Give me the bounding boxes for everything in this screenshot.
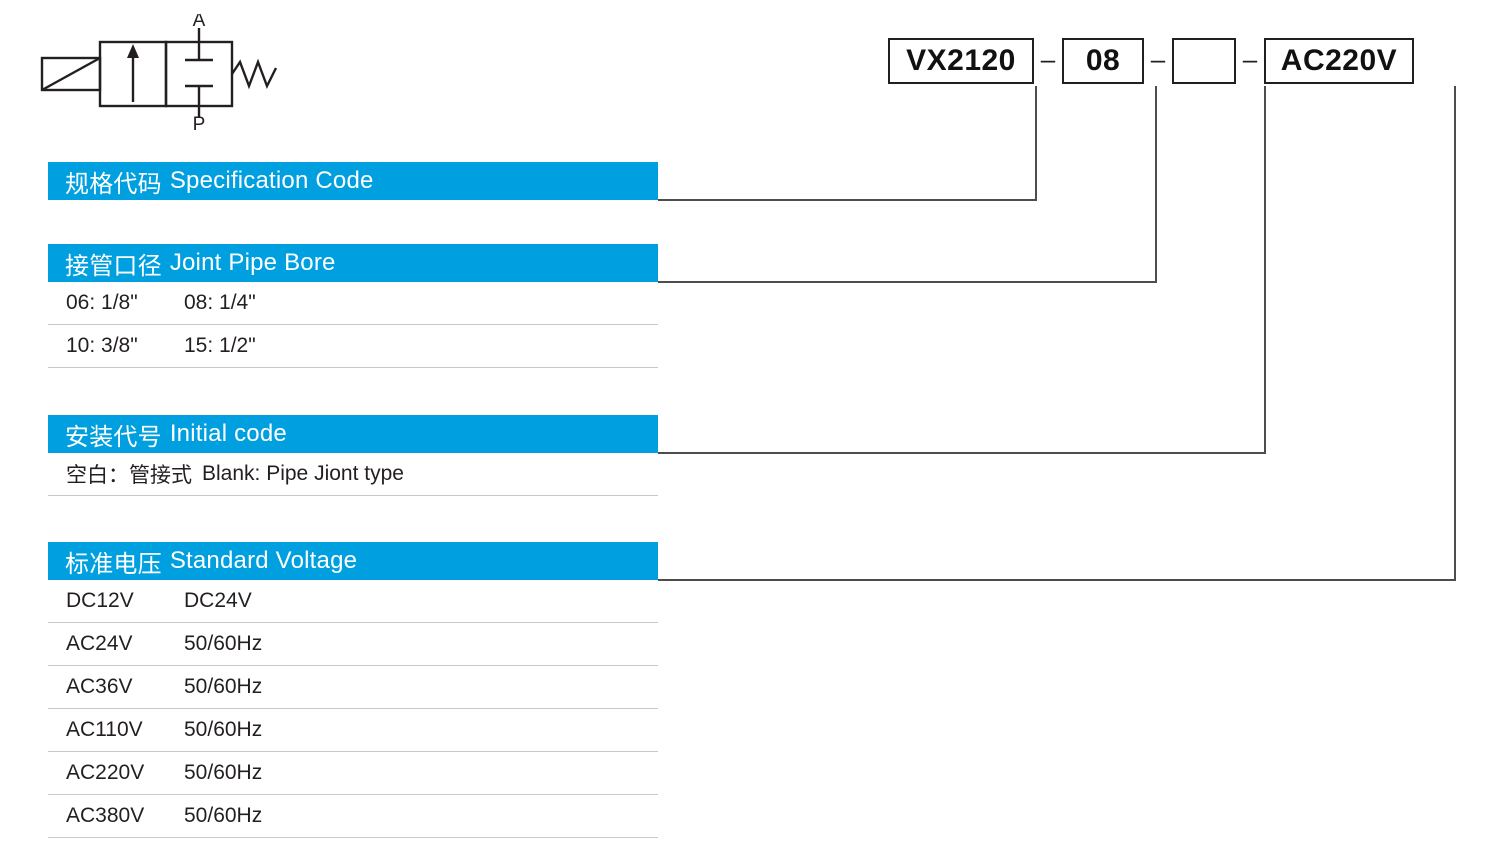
code-box-joint-pipe-bore[interactable]: 08 [1062,38,1144,84]
option-value: AC24V [66,632,133,655]
option-row[interactable]: AC110V 50/60Hz [48,709,658,752]
option-value: 50/60Hz [184,675,263,698]
section-header-specification-code: 规格代码 Specification Code [48,162,658,200]
option-value: AC36V [66,675,133,698]
option-value: 50/60Hz [184,761,263,784]
option-value: 50/60Hz [184,804,263,827]
option-value: AC110V [66,718,143,741]
code-box-initial-code[interactable] [1172,38,1236,84]
section-title-cn: 标准电压 [65,550,162,578]
section-title-cn: 规格代码 [65,170,162,198]
code-separator-1: – [1040,43,1056,74]
option-row[interactable]: AC36V 50/60Hz [48,666,658,709]
leader-specification-code [658,86,1037,201]
section-title-en: Joint Pipe Bore [169,249,336,276]
option-row[interactable]: AC380V 50/60Hz [48,795,658,838]
section-specification-code: 规格代码 Specification Code [48,162,658,200]
option-row[interactable]: 空白：管接式 Blank: Pipe Jiont type [48,453,658,496]
code-separator-2: – [1150,43,1166,74]
option-value: 08: 1/4" [184,291,256,314]
section-header-joint-pipe-bore: 接管口径 Joint Pipe Bore [48,244,658,282]
option-value: AC220V [66,761,145,784]
section-title-en: Specification Code [169,167,374,194]
option-row[interactable]: DC12V DC24V [48,580,658,623]
section-standard-voltage: 标准电压 Standard Voltage DC12V DC24V AC24V … [48,542,658,838]
option-value: 空白：管接式 [66,464,192,487]
spring-return-icon [231,58,278,90]
valve-schematic-symbol: A P [40,14,278,130]
option-value: AC380V [66,804,145,827]
option-row[interactable]: AC24V 50/60Hz [48,623,658,666]
port-a-label: A [193,14,206,31]
option-row[interactable]: 06: 1/8" 08: 1/4" [48,282,658,325]
section-title-cn: 接管口径 [65,252,162,280]
code-separator-3: – [1242,43,1258,74]
option-value: DC12V [66,589,134,612]
leader-initial-code [658,86,1266,454]
section-title-en: Standard Voltage [169,547,358,574]
section-title-cn: 安装代号 [65,423,162,451]
section-title-en: Initial code [169,420,287,447]
option-value: 10: 3/8" [66,334,138,357]
model-code-row: VX2120 – 08 – – AC220V [888,38,1414,84]
section-header-initial-code: 安装代号 Initial code [48,415,658,453]
flow-arrow-head [127,44,139,58]
section-header-standard-voltage: 标准电压 Standard Voltage [48,542,658,580]
port-p-label: P [193,114,206,130]
code-box-standard-voltage[interactable]: AC220V [1264,38,1414,84]
option-value: 06: 1/8" [66,291,138,314]
code-box-specification-code[interactable]: VX2120 [888,38,1034,84]
option-value: 50/60Hz [184,632,263,655]
section-initial-code: 安装代号 Initial code 空白：管接式 Blank: Pipe Jio… [48,415,658,496]
leader-joint-pipe-bore [658,86,1157,283]
leader-standard-voltage [658,86,1456,581]
option-value: Blank: Pipe Jiont type [202,462,404,485]
section-joint-pipe-bore: 接管口径 Joint Pipe Bore 06: 1/8" 08: 1/4" 1… [48,244,658,368]
option-value: DC24V [184,589,252,612]
option-value: 50/60Hz [184,718,263,741]
option-value: 15: 1/2" [184,334,256,357]
option-row[interactable]: AC220V 50/60Hz [48,752,658,795]
option-row[interactable]: 10: 3/8" 15: 1/2" [48,325,658,368]
